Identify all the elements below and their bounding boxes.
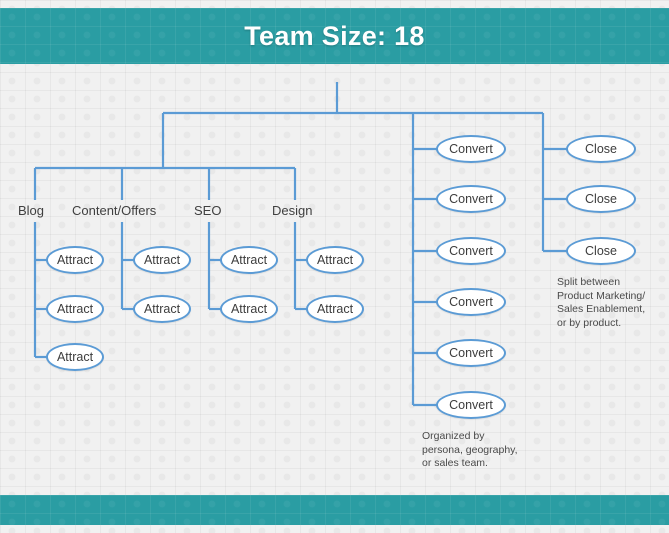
node-attract-blog-2[interactable]: Attract	[46, 295, 104, 323]
column-label-blog: Blog	[18, 203, 45, 218]
node-close-1[interactable]: Close	[566, 135, 636, 163]
node-convert-1[interactable]: Convert	[436, 135, 506, 163]
header-band	[0, 8, 669, 64]
node-convert-2[interactable]: Convert	[436, 185, 506, 213]
node-close-2[interactable]: Close	[566, 185, 636, 213]
node-attract-content-2[interactable]: Attract	[133, 295, 191, 323]
page-title: Team Size: 18	[244, 20, 425, 51]
column-label-design: Design	[272, 203, 313, 218]
node-attract-blog-3[interactable]: Attract	[46, 343, 104, 371]
column-label-content-offers: Content/Offers	[72, 203, 157, 218]
node-attract-blog-1[interactable]: Attract	[46, 246, 104, 274]
footer-band	[0, 495, 669, 525]
node-convert-4[interactable]: Convert	[436, 288, 506, 316]
node-attract-design-1[interactable]: Attract	[306, 246, 364, 274]
node-attract-seo-1[interactable]: Attract	[220, 246, 278, 274]
node-convert-3[interactable]: Convert	[436, 237, 506, 265]
node-attract-content-1[interactable]: Attract	[133, 246, 191, 274]
node-convert-6[interactable]: Convert	[436, 391, 506, 419]
node-close-3[interactable]: Close	[566, 237, 636, 265]
column-label-seo: SEO	[194, 203, 222, 218]
node-attract-seo-2[interactable]: Attract	[220, 295, 278, 323]
note-close-branch: Split between Product Marketing/ Sales E…	[557, 276, 646, 329]
node-convert-5[interactable]: Convert	[436, 339, 506, 367]
note-convert-branch: Organized by persona, geography, or sale…	[422, 430, 518, 469]
node-attract-design-2[interactable]: Attract	[306, 295, 364, 323]
